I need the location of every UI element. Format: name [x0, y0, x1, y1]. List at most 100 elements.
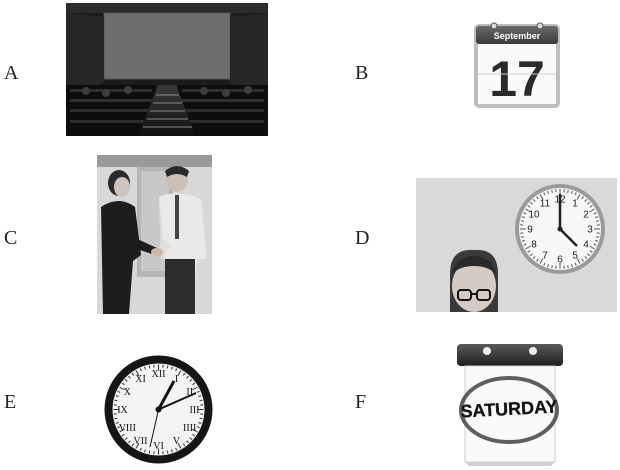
clock-tick	[192, 386, 198, 391]
clock-tick	[589, 208, 595, 213]
clock-tick	[119, 386, 125, 391]
clock-tick	[128, 375, 131, 379]
clock-tick	[587, 201, 591, 205]
clock-tick	[589, 205, 593, 208]
clock-tick	[574, 262, 577, 266]
clock-tick	[521, 216, 525, 219]
clock-tick	[527, 205, 531, 208]
clock-numeral: IX	[117, 405, 128, 416]
clock-numeral: 11	[540, 199, 551, 210]
option-letter-d: D	[355, 227, 370, 249]
calendar-day-text: 17	[489, 51, 545, 107]
clock-tick	[551, 189, 553, 193]
clock-tick	[520, 236, 524, 238]
clock-tick	[547, 264, 550, 268]
clock-numeral: VIII	[119, 423, 136, 434]
clock-tick	[192, 382, 196, 386]
clock-tick	[198, 422, 202, 424]
clock-tick	[189, 379, 193, 382]
clock-numeral: VII	[134, 436, 148, 447]
clock-tick	[567, 189, 569, 193]
clock-tick	[589, 245, 595, 250]
clock-numeral: II	[186, 387, 193, 398]
clock-tick	[589, 250, 593, 253]
calendar-month-text: September	[494, 31, 541, 41]
clock-tick	[177, 443, 182, 449]
clock-tick	[527, 250, 531, 253]
clock-tick	[525, 245, 531, 250]
clock-tick	[139, 447, 142, 451]
clock-numeral: VI	[153, 441, 164, 452]
clock-numeral: 4	[583, 240, 589, 251]
clock-tick	[595, 216, 599, 219]
clock-tick	[576, 258, 581, 264]
clock-tick	[177, 370, 182, 376]
clock-tick	[124, 437, 128, 440]
clock-tick	[521, 239, 525, 242]
clock-tick	[523, 243, 527, 246]
option-letter-f: F	[355, 391, 367, 413]
clock-tick	[596, 220, 600, 222]
clock-tick	[581, 196, 584, 200]
clock-tick	[570, 190, 573, 194]
clock-tick	[166, 365, 169, 369]
option-letter-b: B	[355, 62, 369, 84]
clock-tick	[595, 239, 599, 242]
clock-tick	[139, 368, 142, 372]
clock-tick	[121, 382, 125, 386]
calendar-saturday-image: SATURDAY	[451, 340, 568, 466]
clock-tick	[117, 426, 121, 429]
clock-numeral: 8	[531, 240, 537, 251]
clock-tick	[523, 212, 527, 215]
clock-tick	[543, 262, 546, 266]
clock-tick	[121, 433, 125, 437]
clock-tick	[520, 220, 524, 222]
clock-numeral: 6	[557, 255, 563, 266]
clock-tick	[525, 208, 531, 213]
clock-numeral: 1	[572, 199, 578, 210]
clock-tick	[539, 258, 544, 264]
clock-tick	[119, 428, 125, 433]
clock-tick	[567, 265, 569, 269]
wall-clock-man-image: 121234567891011	[416, 178, 617, 312]
clock-tick	[593, 243, 597, 246]
clock-tick	[536, 258, 539, 262]
clock-numeral: IIII	[183, 423, 196, 434]
clock-tick	[547, 190, 550, 194]
clock-tick	[593, 212, 597, 215]
clock-tick	[144, 366, 146, 370]
clock-tick	[196, 426, 200, 429]
clock-tick	[529, 201, 533, 205]
clock-tick	[117, 390, 121, 393]
clock-tick	[124, 379, 128, 382]
clock-tick	[536, 196, 539, 200]
clock-tick	[131, 372, 135, 376]
clock-numeral: III	[190, 405, 200, 416]
clock-tick	[199, 399, 203, 402]
clock-tick	[182, 372, 186, 376]
clock-tick	[144, 449, 146, 453]
clock-tick	[574, 192, 577, 196]
clock-tick	[581, 258, 584, 262]
clock-tick	[192, 433, 196, 437]
clock-tick	[186, 440, 189, 444]
clock-numeral: 7	[542, 251, 548, 262]
clock-tick	[171, 366, 173, 370]
clock-numeral: 3	[587, 225, 593, 236]
clock-tick	[186, 375, 189, 379]
clock-tick	[584, 256, 588, 260]
clock-tick	[135, 370, 140, 376]
option-letter-a: A	[4, 62, 19, 84]
clock-tick	[587, 253, 591, 257]
clock-numeral: 5	[572, 251, 578, 262]
clock-numeral: 10	[528, 210, 540, 221]
clock-numeral: XI	[135, 374, 146, 385]
clock-tick	[543, 192, 546, 196]
clock-tick	[196, 390, 200, 393]
handshake-image	[97, 155, 212, 314]
clock-tick	[175, 368, 178, 372]
clock-tick	[148, 365, 151, 369]
clock-tick	[115, 422, 119, 424]
clock-tick	[171, 449, 173, 453]
